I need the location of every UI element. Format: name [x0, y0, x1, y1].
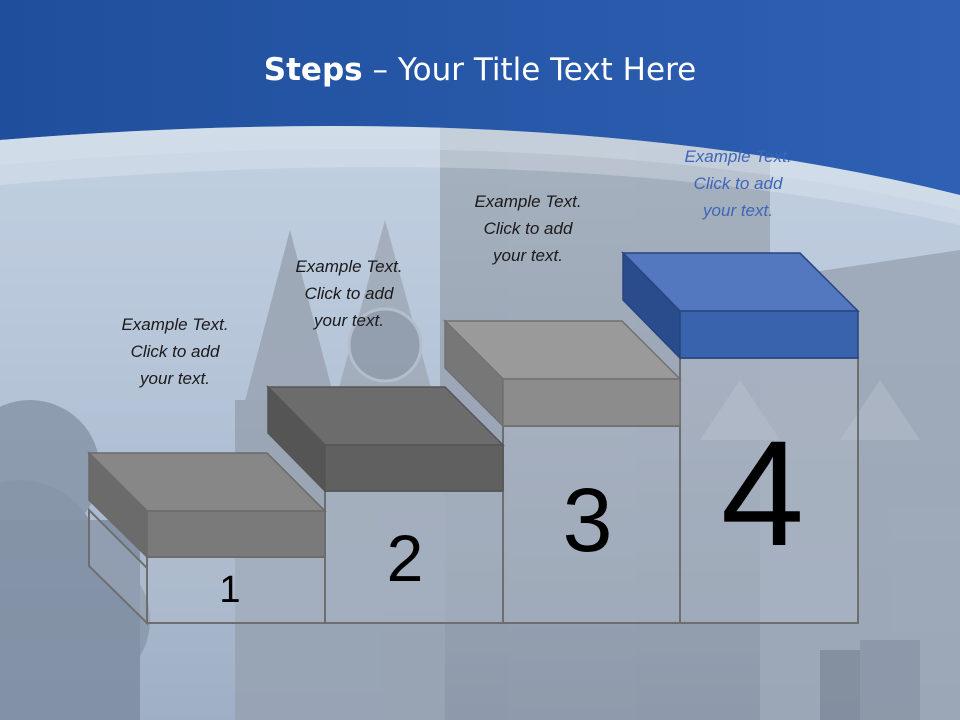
step-1-caption[interactable]: Example Text. Click to add your text.: [85, 311, 265, 392]
background-tree: [0, 400, 150, 720]
title-dash: –: [362, 52, 398, 88]
caption-line: Click to add: [693, 174, 783, 193]
step-3-block-front: [502, 378, 681, 427]
caption-line: Example Text.: [684, 147, 792, 166]
caption-line: your text.: [314, 311, 384, 330]
step-3-column: [502, 425, 681, 624]
caption-line: Example Text.: [121, 315, 229, 334]
caption-line: your text.: [703, 201, 773, 220]
step-4-caption[interactable]: Example Text. Click to add your text.: [648, 143, 828, 224]
step-4-number: 4: [720, 409, 805, 577]
caption-line: your text.: [493, 246, 563, 265]
title-banner: [0, 0, 960, 195]
step-3-number: 3: [562, 471, 613, 571]
title-rest: Your Title Text Here: [397, 52, 697, 88]
step-1-block-front: [146, 510, 326, 558]
caption-line: your text.: [140, 369, 210, 388]
caption-line: Example Text.: [295, 257, 403, 276]
caption-line: Click to add: [304, 284, 394, 303]
step-2-block-front: [324, 444, 504, 492]
slide-title[interactable]: Steps – Your Title Text Here: [0, 52, 960, 88]
step-2-caption[interactable]: Example Text. Click to add your text.: [259, 253, 439, 334]
step-2-number: 2: [386, 521, 424, 595]
banner-swoosh: [0, 126, 960, 210]
step-3-caption[interactable]: Example Text. Click to add your text.: [438, 188, 618, 269]
step-1-number: 1: [219, 569, 241, 611]
title-bold-word: Steps: [263, 52, 363, 88]
caption-line: Example Text.: [474, 192, 582, 211]
caption-line: Click to add: [483, 219, 573, 238]
caption-line: Click to add: [130, 342, 220, 361]
step-4-block-front: [679, 310, 859, 359]
